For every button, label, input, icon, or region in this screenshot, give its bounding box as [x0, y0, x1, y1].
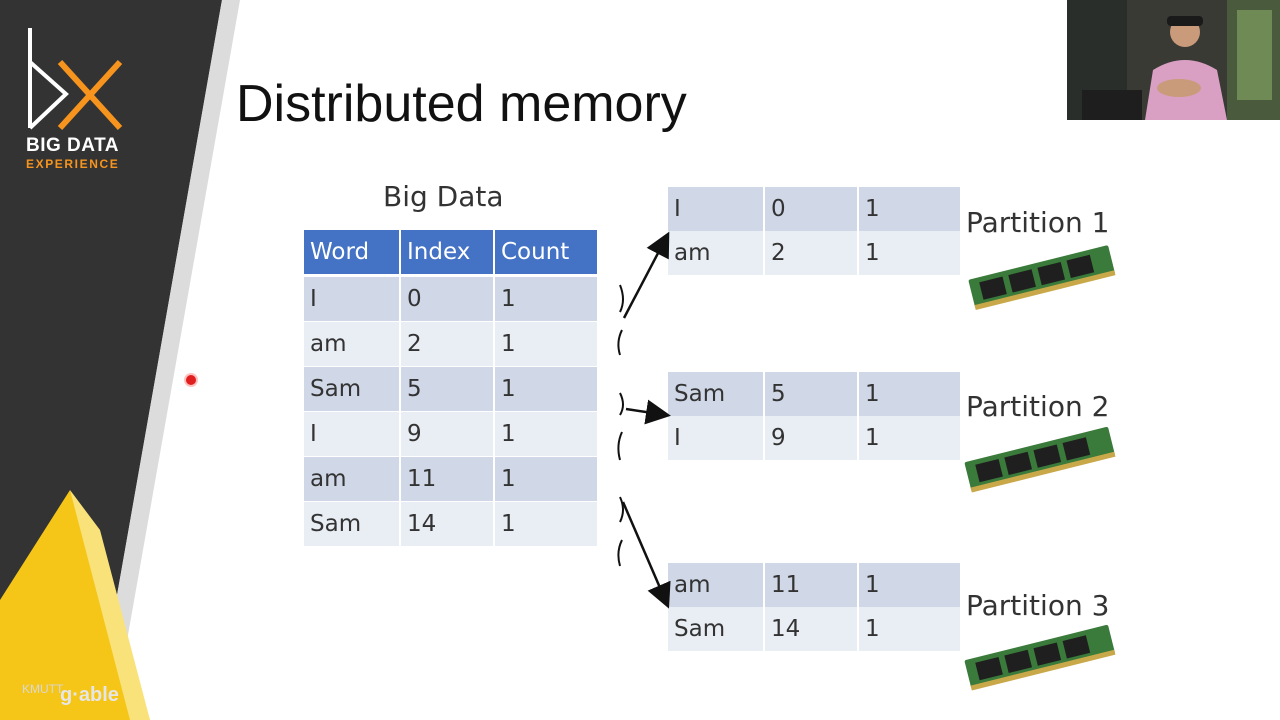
- presenter-video-frame: [1067, 0, 1280, 120]
- cell-index: 9: [765, 416, 859, 460]
- cell-word: I: [668, 187, 765, 231]
- cell-index: 2: [401, 322, 495, 366]
- sidebar-background: [0, 0, 240, 720]
- cell-count: 1: [859, 416, 960, 460]
- brand-sidebar: BIG DATA EXPERIENCE KMUTT g·able: [0, 0, 260, 720]
- cell-index: 0: [401, 277, 495, 321]
- cell-count: 1: [495, 412, 597, 456]
- kmutt-logo: KMUTT: [22, 682, 64, 696]
- cell-word: am: [304, 322, 401, 366]
- cell-index: 11: [765, 563, 859, 607]
- cell-word: I: [304, 412, 401, 456]
- table-row: I 9 1: [668, 416, 960, 460]
- column-header-index: Index: [401, 230, 495, 274]
- ram-module-icon: [964, 426, 1116, 493]
- brand-subtitle: EXPERIENCE: [26, 157, 120, 171]
- slide-title: Distributed memory: [236, 75, 687, 133]
- laser-pointer-icon: [186, 375, 196, 385]
- cell-index: 2: [765, 231, 859, 275]
- cell-word: am: [668, 563, 765, 607]
- brand-title: BIG DATA: [26, 135, 120, 156]
- cell-count: 1: [495, 322, 597, 366]
- cell-index: 11: [401, 457, 495, 501]
- table-row: Sam 14 1: [668, 607, 960, 651]
- table-row: I 0 1: [668, 187, 960, 231]
- cell-count: 1: [495, 457, 597, 501]
- cell-index: 14: [765, 607, 859, 651]
- cell-word: I: [304, 277, 401, 321]
- cell-count: 1: [859, 372, 960, 416]
- column-header-count: Count: [495, 230, 597, 274]
- ram-module-icon: [964, 624, 1116, 691]
- table-row: Sam 5 1: [304, 367, 597, 411]
- cell-index: 0: [765, 187, 859, 231]
- brace-1-icon: [617, 284, 624, 356]
- cell-word: Sam: [304, 367, 401, 411]
- cell-count: 1: [859, 231, 960, 275]
- partition-2-label: Partition 2: [966, 390, 1110, 423]
- cell-count: 1: [859, 563, 960, 607]
- cell-index: 14: [401, 502, 495, 546]
- big-data-label: Big Data: [383, 180, 504, 213]
- table-row: am 11 1: [304, 457, 597, 501]
- cell-count: 1: [859, 607, 960, 651]
- arrow-3-icon: [621, 501, 671, 609]
- arrow-2-icon: [625, 399, 671, 425]
- arrow-1-icon: [622, 231, 670, 319]
- table-row: am 2 1: [304, 322, 597, 366]
- cell-count: 1: [495, 277, 597, 321]
- table-header-row: Word Index Count: [304, 230, 597, 274]
- table-row: am 2 1: [668, 231, 960, 275]
- cell-word: Sam: [668, 607, 765, 651]
- brace-2-icon: [617, 392, 624, 461]
- partition-1-label: Partition 1: [966, 206, 1110, 239]
- bx-logo-icon: [28, 28, 123, 131]
- cell-count: 1: [495, 367, 597, 411]
- table-row: Sam 5 1: [668, 372, 960, 416]
- ram-module-icon: [968, 245, 1116, 310]
- cell-word: am: [668, 231, 765, 275]
- cell-word: am: [304, 457, 401, 501]
- table-row: I 0 1: [304, 277, 597, 321]
- column-header-word: Word: [304, 230, 401, 274]
- cell-word: Sam: [668, 372, 765, 416]
- cell-index: 5: [401, 367, 495, 411]
- cell-count: 1: [859, 187, 960, 231]
- table-row: Sam 14 1: [304, 502, 597, 546]
- gable-logo: g·able: [60, 684, 119, 706]
- partition-3-label: Partition 3: [966, 589, 1110, 622]
- cell-index: 5: [765, 372, 859, 416]
- cell-index: 9: [401, 412, 495, 456]
- cell-word: Sam: [304, 502, 401, 546]
- cell-word: I: [668, 416, 765, 460]
- brace-3-icon: [617, 496, 624, 567]
- table-row: am 11 1: [668, 563, 960, 607]
- presenter-video[interactable]: [1067, 0, 1280, 120]
- table-row: I 9 1: [304, 412, 597, 456]
- cell-count: 1: [495, 502, 597, 546]
